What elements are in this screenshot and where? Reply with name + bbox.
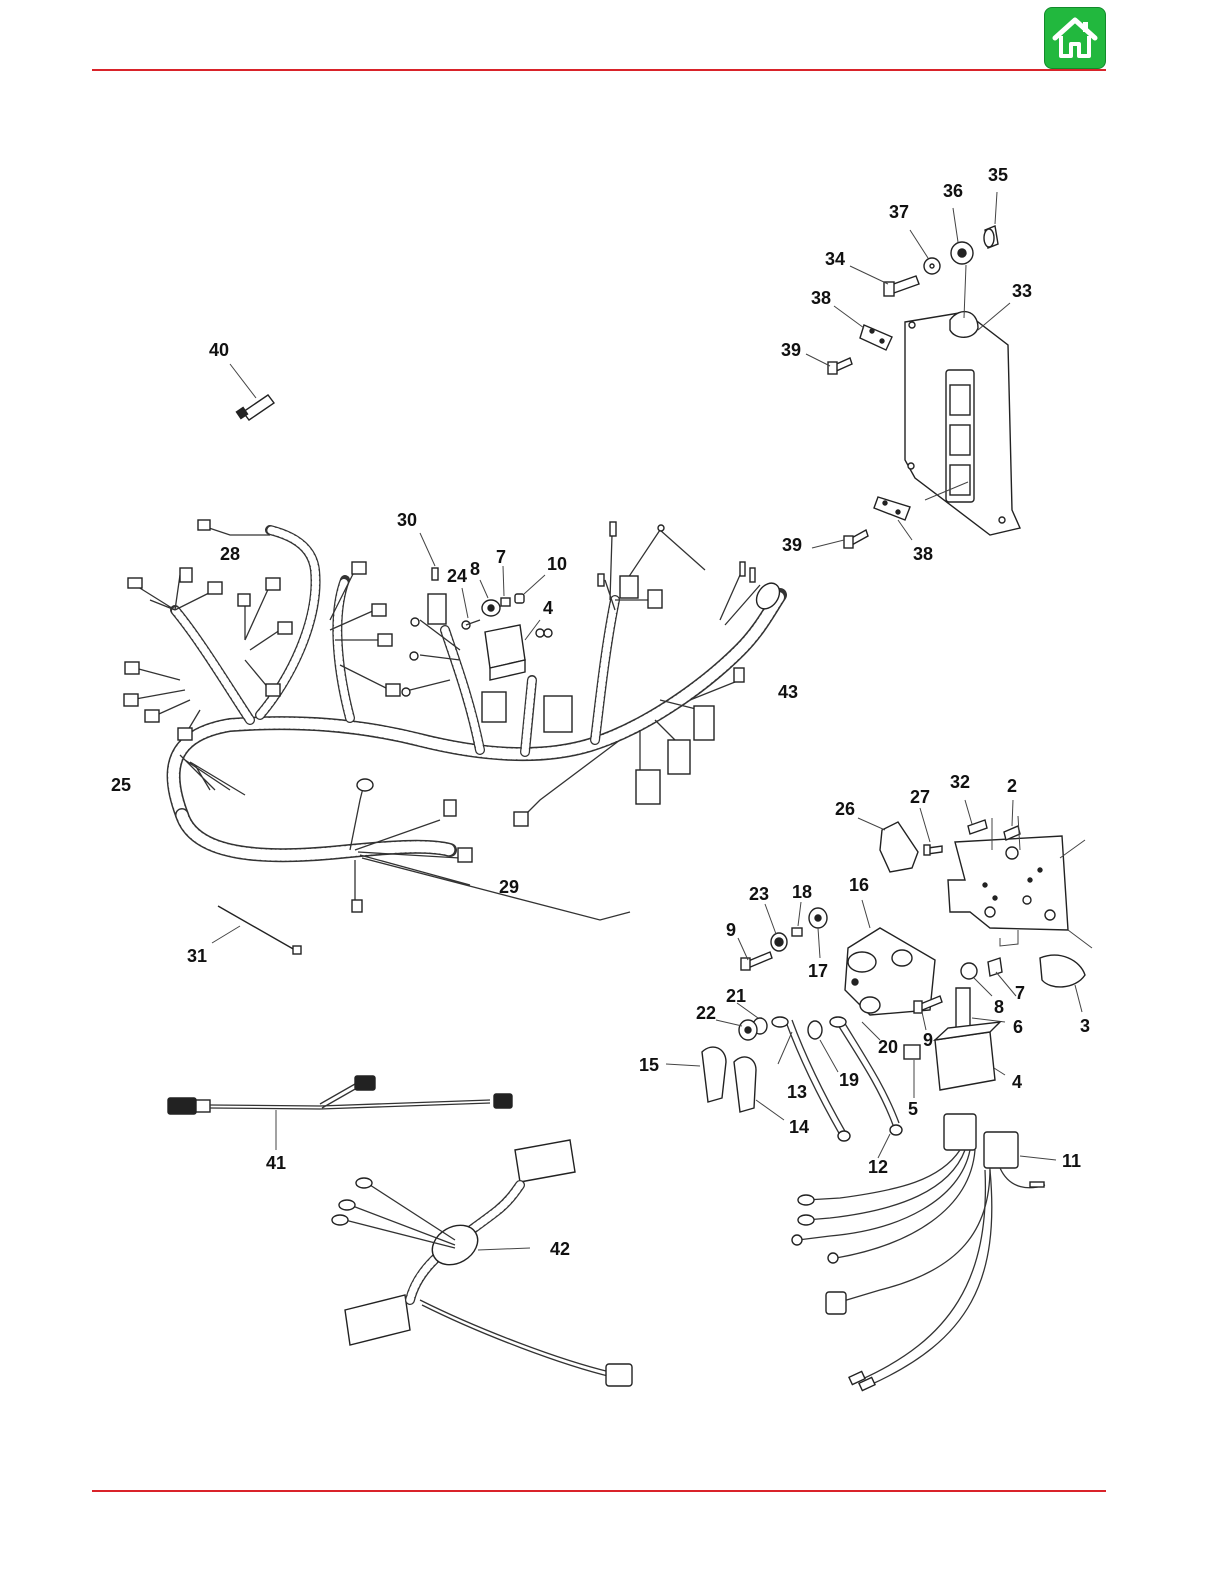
callout-37: 37 bbox=[889, 202, 909, 222]
callout-22: 22 bbox=[696, 1003, 716, 1023]
callout-34: 34 bbox=[825, 249, 845, 269]
callout-31: 31 bbox=[187, 946, 207, 966]
callout-9: 9 bbox=[726, 920, 736, 940]
mounting-bracket bbox=[948, 800, 1092, 948]
callout-9-lower: 9 bbox=[923, 1030, 933, 1050]
callout-36: 36 bbox=[943, 181, 963, 201]
callout-40: 40 bbox=[209, 340, 229, 360]
callout-41: 41 bbox=[266, 1153, 286, 1173]
callout-14: 14 bbox=[789, 1117, 809, 1137]
callout-17: 17 bbox=[808, 961, 828, 981]
relay-part-4-5 bbox=[904, 1022, 1005, 1098]
callout-2: 2 bbox=[1007, 776, 1017, 796]
callout-27: 27 bbox=[910, 787, 930, 807]
callout-21: 21 bbox=[726, 986, 746, 1006]
callout-3: 3 bbox=[1080, 1016, 1090, 1036]
part-11-harness bbox=[792, 1114, 1056, 1391]
callout-35: 35 bbox=[988, 165, 1008, 185]
callout-18: 18 bbox=[792, 882, 812, 902]
callout-7-lower: 7 bbox=[1015, 983, 1025, 1003]
callout-43: 43 bbox=[778, 682, 798, 702]
callout-19: 19 bbox=[839, 1070, 859, 1090]
callout-16: 16 bbox=[849, 875, 869, 895]
callout-12: 12 bbox=[868, 1157, 888, 1177]
callout-23: 23 bbox=[749, 884, 769, 904]
callout-42: 42 bbox=[550, 1239, 570, 1259]
callout-24: 24 bbox=[447, 566, 467, 586]
callout-28: 28 bbox=[220, 544, 240, 564]
callout-30: 30 bbox=[397, 510, 417, 530]
callout-33: 33 bbox=[1012, 281, 1032, 301]
callout-26: 26 bbox=[835, 799, 855, 819]
callout-38-lower: 38 bbox=[913, 544, 933, 564]
callout-11: 11 bbox=[1062, 1151, 1081, 1171]
callout-10: 10 bbox=[547, 554, 567, 574]
part-16-solenoid bbox=[845, 900, 935, 1015]
callout-32: 32 bbox=[950, 772, 970, 792]
callout-7: 7 bbox=[496, 547, 506, 567]
callout-13: 13 bbox=[787, 1082, 807, 1102]
part-42-harness bbox=[332, 1140, 632, 1386]
callout-4: 4 bbox=[543, 598, 553, 618]
part-27-screw bbox=[920, 808, 942, 855]
callout-6: 6 bbox=[1013, 1017, 1023, 1037]
boots-14-15 bbox=[666, 1047, 784, 1120]
callout-4-lower: 4 bbox=[1012, 1072, 1022, 1092]
callout-38: 38 bbox=[811, 288, 831, 308]
callout-8: 8 bbox=[470, 559, 480, 579]
ecm-module bbox=[905, 265, 1020, 535]
callout-15: 15 bbox=[639, 1055, 659, 1075]
callout-5: 5 bbox=[908, 1099, 918, 1119]
callout-29: 29 bbox=[499, 877, 519, 897]
part-40-plug bbox=[230, 364, 274, 420]
callout-39-lower: 39 bbox=[782, 535, 802, 555]
part-26-cover bbox=[858, 818, 918, 872]
callout-20: 20 bbox=[878, 1037, 898, 1057]
callout-8-lower: 8 bbox=[994, 997, 1004, 1017]
callout-39: 39 bbox=[781, 340, 801, 360]
part-31-cable-tie bbox=[212, 906, 301, 954]
callout-25: 25 bbox=[111, 775, 131, 795]
part-41-harness bbox=[168, 1076, 512, 1150]
